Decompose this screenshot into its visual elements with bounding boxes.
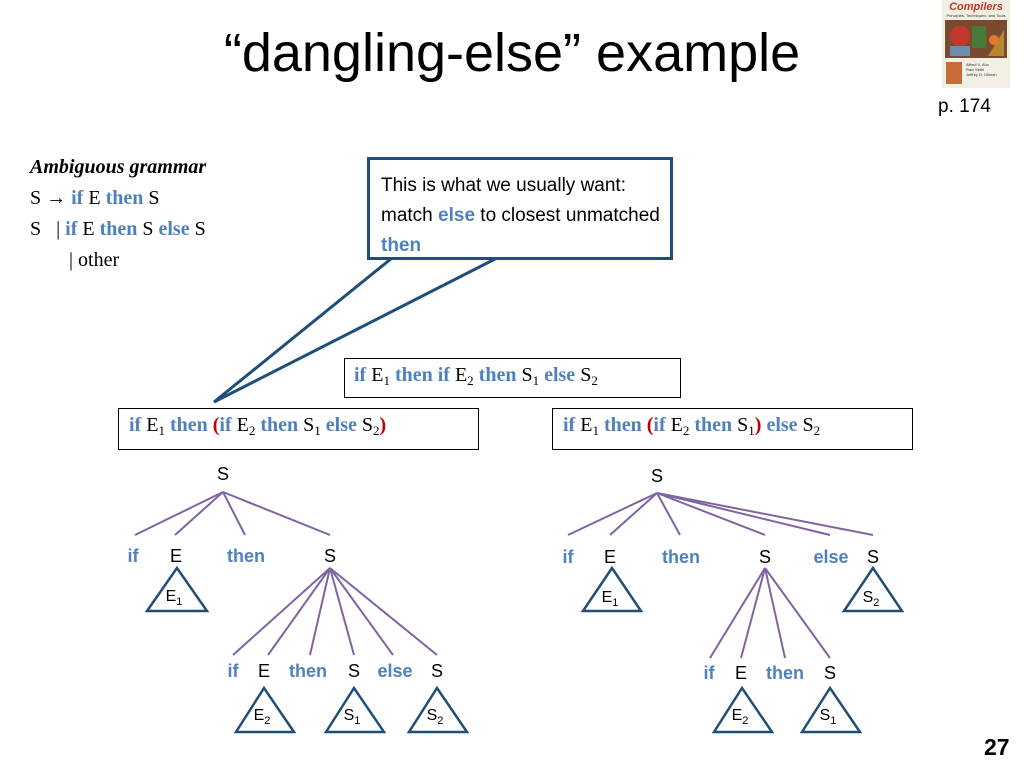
tree-left-inner-then: then: [289, 661, 327, 681]
page-reference: p. 174: [938, 96, 991, 117]
tree-right-edges: [567, 492, 874, 659]
callout-text-1: This is what we usually want: match: [381, 175, 626, 226]
subtree-triangle-s2: [841, 565, 905, 613]
subtree-triangle-e2: [233, 685, 297, 734]
book-subtitle: Principles, Techniques, and Tools: [947, 13, 1006, 18]
slide-title: “dangling-else” example: [223, 23, 801, 83]
subtree-triangle-e2: [711, 685, 775, 734]
tree-left-s2-label: S2: [427, 707, 444, 727]
tree-right-s2-label: S2: [863, 589, 880, 609]
tree-left-then: then: [227, 546, 265, 566]
callout-then-keyword: then: [381, 235, 422, 256]
tree-left-inner-s1: S: [348, 661, 360, 681]
tree-left-root: S: [217, 464, 229, 484]
grammar-rule-1: S → if E then S: [30, 187, 160, 209]
subtree-triangle-e1: [580, 565, 644, 613]
tree-right-inner-if: if: [704, 663, 716, 683]
statement-box: if E1 then if E2 then S1 else S2: [344, 358, 681, 398]
book-title: Compilers: [949, 1, 1003, 13]
tree-left-edges: [134, 491, 438, 656]
parse-left-box: if E1 then (if E2 then S1 else S2): [118, 408, 479, 450]
tree-right-inner-e: E: [735, 663, 747, 683]
subtree-triangle-s2: [406, 685, 470, 734]
grammar-rule-2: S | if E then S else S: [30, 218, 206, 240]
tree-right-s-else: S: [867, 547, 879, 567]
tree-right-root: S: [651, 466, 663, 486]
tree-left-inner-e: E: [258, 661, 270, 681]
callout-text-2: to closest unmatched: [475, 205, 660, 226]
tree-right-s1-label: S1: [820, 707, 837, 727]
grammar-rule-3: | other: [69, 249, 120, 271]
slide-number: 27: [984, 734, 1010, 760]
callout-else-keyword: else: [438, 205, 476, 226]
subtree-triangle-s1: [323, 685, 387, 734]
callout-box: This is what we usually want: match else…: [367, 157, 673, 260]
tree-left-s: S: [324, 546, 336, 566]
subtree-triangle-e1: [144, 565, 210, 613]
book-cover-image: Compilers Principles, Techniques, and To…: [942, 0, 1010, 88]
grammar-block: Ambiguous grammar S → if E then S S | if…: [30, 152, 206, 276]
tree-left-e2-label: E2: [254, 707, 271, 727]
tree-right-else: else: [813, 547, 848, 567]
tree-right-inner-then: then: [766, 663, 804, 683]
tree-right-e1-label: E1: [602, 589, 619, 609]
tree-right-then: then: [662, 547, 700, 567]
tree-right-subtree-triangles: [580, 565, 905, 734]
tree-left-inner-else: else: [377, 661, 412, 681]
tree-left-s1-label: S1: [344, 707, 361, 727]
subtree-triangle-s1: [799, 685, 863, 734]
tree-left-inner-if: if: [228, 661, 240, 681]
book-author-3: Jeffrey D. Ullman: [966, 72, 997, 77]
tree-right-s: S: [759, 547, 771, 567]
tree-left-if: if: [128, 546, 140, 566]
tree-right-e: E: [604, 547, 616, 567]
tree-right-inner-s: S: [824, 663, 836, 683]
grammar-heading: Ambiguous grammar: [30, 156, 207, 178]
tree-left-e1-label: E1: [166, 588, 183, 608]
tree-left-inner-s2: S: [431, 661, 443, 681]
tree-left-subtree-triangles: [144, 565, 470, 734]
book-author-2: Ravi Sethi: [966, 67, 984, 72]
tree-right-if: if: [563, 547, 575, 567]
book-author-1: Alfred V. Aho: [966, 62, 990, 67]
parse-right-box: if E1 then (if E2 then S1) else S2: [552, 408, 913, 450]
tree-left-e: E: [170, 546, 182, 566]
tree-right-e2-label: E2: [732, 707, 749, 727]
